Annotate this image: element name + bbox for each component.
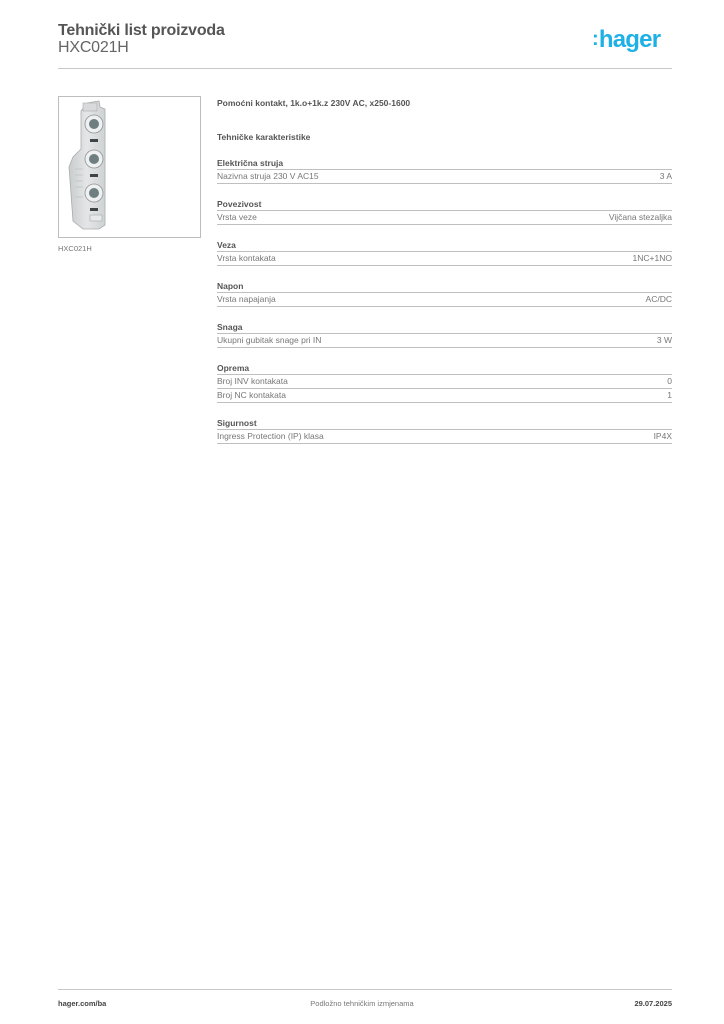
spec-label: Nazivna struja 230 V AC15 xyxy=(217,171,319,181)
spec-label: Broj NC kontakata xyxy=(217,390,286,400)
spec-group-equipment: Oprema Broj INV kontakata 0 Broj NC kont… xyxy=(217,362,672,403)
header-divider xyxy=(58,68,672,69)
spec-label: Ukupni gubitak snage pri IN xyxy=(217,335,322,345)
spec-group-title: Sigurnost xyxy=(217,417,672,430)
page-title: Tehnički list proizvoda xyxy=(58,22,225,39)
spec-label: Vrsta napajanja xyxy=(217,294,276,304)
spec-value: 3 A xyxy=(659,171,672,181)
specs-section-title: Tehničke karakteristike xyxy=(217,132,311,142)
spec-value: 1 xyxy=(667,390,672,400)
spec-label: Broj INV kontakata xyxy=(217,376,288,386)
spec-label: Ingress Protection (IP) klasa xyxy=(217,431,324,441)
spec-group-connectivity: Povezivost Vrsta veze Vijčana stezaljka xyxy=(217,198,672,225)
product-image xyxy=(58,96,201,238)
spec-row: Vrsta veze Vijčana stezaljka xyxy=(217,211,672,225)
spec-value: Vijčana stezaljka xyxy=(608,212,672,222)
spec-value: 3 W xyxy=(656,335,672,345)
spec-row: Broj INV kontakata 0 xyxy=(217,375,672,389)
spec-group-title: Povezivost xyxy=(217,198,672,211)
footer-date: 29.07.2025 xyxy=(634,999,672,1008)
spec-group-title: Napon xyxy=(217,280,672,293)
footer-divider xyxy=(58,989,672,990)
spec-group-title: Oprema xyxy=(217,362,672,375)
spec-group-title: Električna struja xyxy=(217,157,672,170)
spec-row: Vrsta kontakata 1NC+1NO xyxy=(217,252,672,266)
spec-label: Vrsta kontakata xyxy=(217,253,276,263)
spec-group-title: Snaga xyxy=(217,321,672,334)
spec-value: IP4X xyxy=(653,431,672,441)
spec-row: Vrsta napajanja AC/DC xyxy=(217,293,672,307)
spec-row: Ingress Protection (IP) klasa IP4X xyxy=(217,430,672,444)
footer-notice: Podložno tehničkim izmjenama xyxy=(310,999,414,1008)
spec-row: Nazivna struja 230 V AC15 3 A xyxy=(217,170,672,184)
product-image-caption: HXC021H xyxy=(58,244,92,253)
spec-group-power: Snaga Ukupni gubitak snage pri IN 3 W xyxy=(217,321,672,348)
spec-value: AC/DC xyxy=(645,294,672,304)
hager-logo: :hager xyxy=(592,26,661,53)
spec-group-connection: Veza Vrsta kontakata 1NC+1NO xyxy=(217,239,672,266)
spec-value: 1NC+1NO xyxy=(632,253,672,263)
auxiliary-contact-image-icon xyxy=(68,100,106,230)
spec-row: Broj NC kontakata 1 xyxy=(217,389,672,403)
spec-label: Vrsta veze xyxy=(217,212,257,222)
logo-text: hager xyxy=(598,26,661,53)
spec-group-electric-current: Električna struja Nazivna struja 230 V A… xyxy=(217,157,672,184)
product-description: Pomoćni kontakt, 1k.o+1k.z 230V AC, x250… xyxy=(217,98,411,108)
spec-group-safety: Sigurnost Ingress Protection (IP) klasa … xyxy=(217,417,672,444)
spec-group-voltage: Napon Vrsta napajanja AC/DC xyxy=(217,280,672,307)
spec-row: Ukupni gubitak snage pri IN 3 W xyxy=(217,334,672,348)
spec-group-title: Veza xyxy=(217,239,672,252)
logo-colon-icon: : xyxy=(592,28,599,50)
footer-website-link[interactable]: hager.com/ba xyxy=(58,999,107,1008)
spec-value: 0 xyxy=(667,376,672,386)
spec-content: Pomoćni kontakt, 1k.o+1k.z 230V AC, x250… xyxy=(217,97,672,444)
product-code: HXC021H xyxy=(58,39,129,56)
